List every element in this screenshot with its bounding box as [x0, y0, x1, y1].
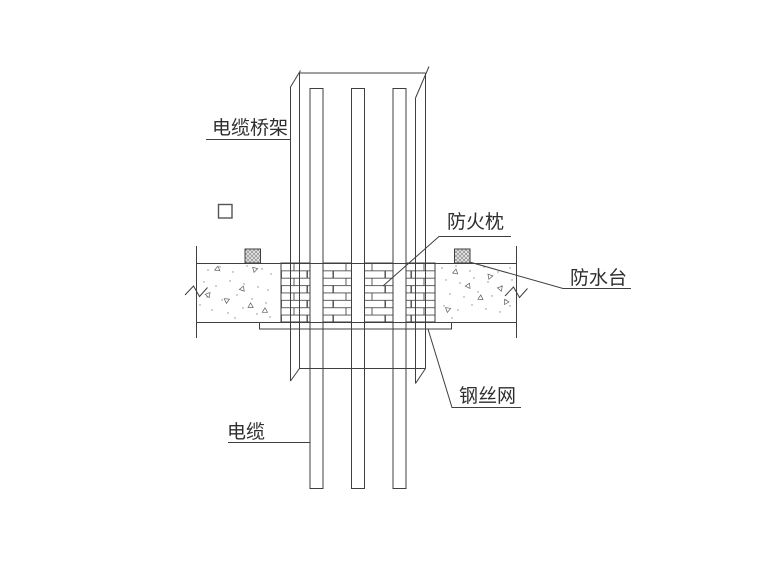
label-steel-wire-mesh: 钢丝网: [459, 385, 516, 407]
waterproof-curb-right: [454, 248, 471, 264]
leader-lines: [206, 139, 631, 443]
waterproof-curbs: [244, 248, 471, 264]
break-symbol-left: [184, 285, 208, 298]
cable-bar: [392, 88, 407, 489]
label-cable-tray: 电缆桥架: [212, 117, 288, 139]
leader-waterproof-platform: [469, 261, 631, 289]
leader-fire-pillow: [382, 236, 511, 287]
label-fire-pillow: 防火枕: [447, 211, 504, 233]
concrete-stipple: [199, 265, 513, 319]
legend-square: [217, 203, 233, 219]
tray-corner-bottom-right: [415, 368, 426, 384]
waterproof-curb-left: [244, 248, 261, 264]
labels: 电缆桥架 防火枕 防水台 钢丝网 电缆: [212, 117, 627, 443]
tray-corner-bottom-left: [290, 368, 300, 382]
label-cable: 电缆: [227, 421, 265, 443]
label-waterproof-platform: 防水台: [570, 267, 627, 289]
cables: [309, 88, 407, 489]
cable-tray: [290, 66, 430, 384]
tray-corner-top-right: [415, 66, 430, 99]
cable-bar: [309, 88, 324, 489]
tray-corner-top-left: [290, 70, 301, 88]
wire-mesh-plate: [259, 322, 452, 330]
break-symbol-right: [504, 286, 528, 299]
cable-bar: [351, 88, 365, 489]
stipple-triangles: [204, 265, 510, 314]
leader-steel-wire-mesh: [427, 328, 521, 408]
stipple-dots: [199, 265, 513, 319]
